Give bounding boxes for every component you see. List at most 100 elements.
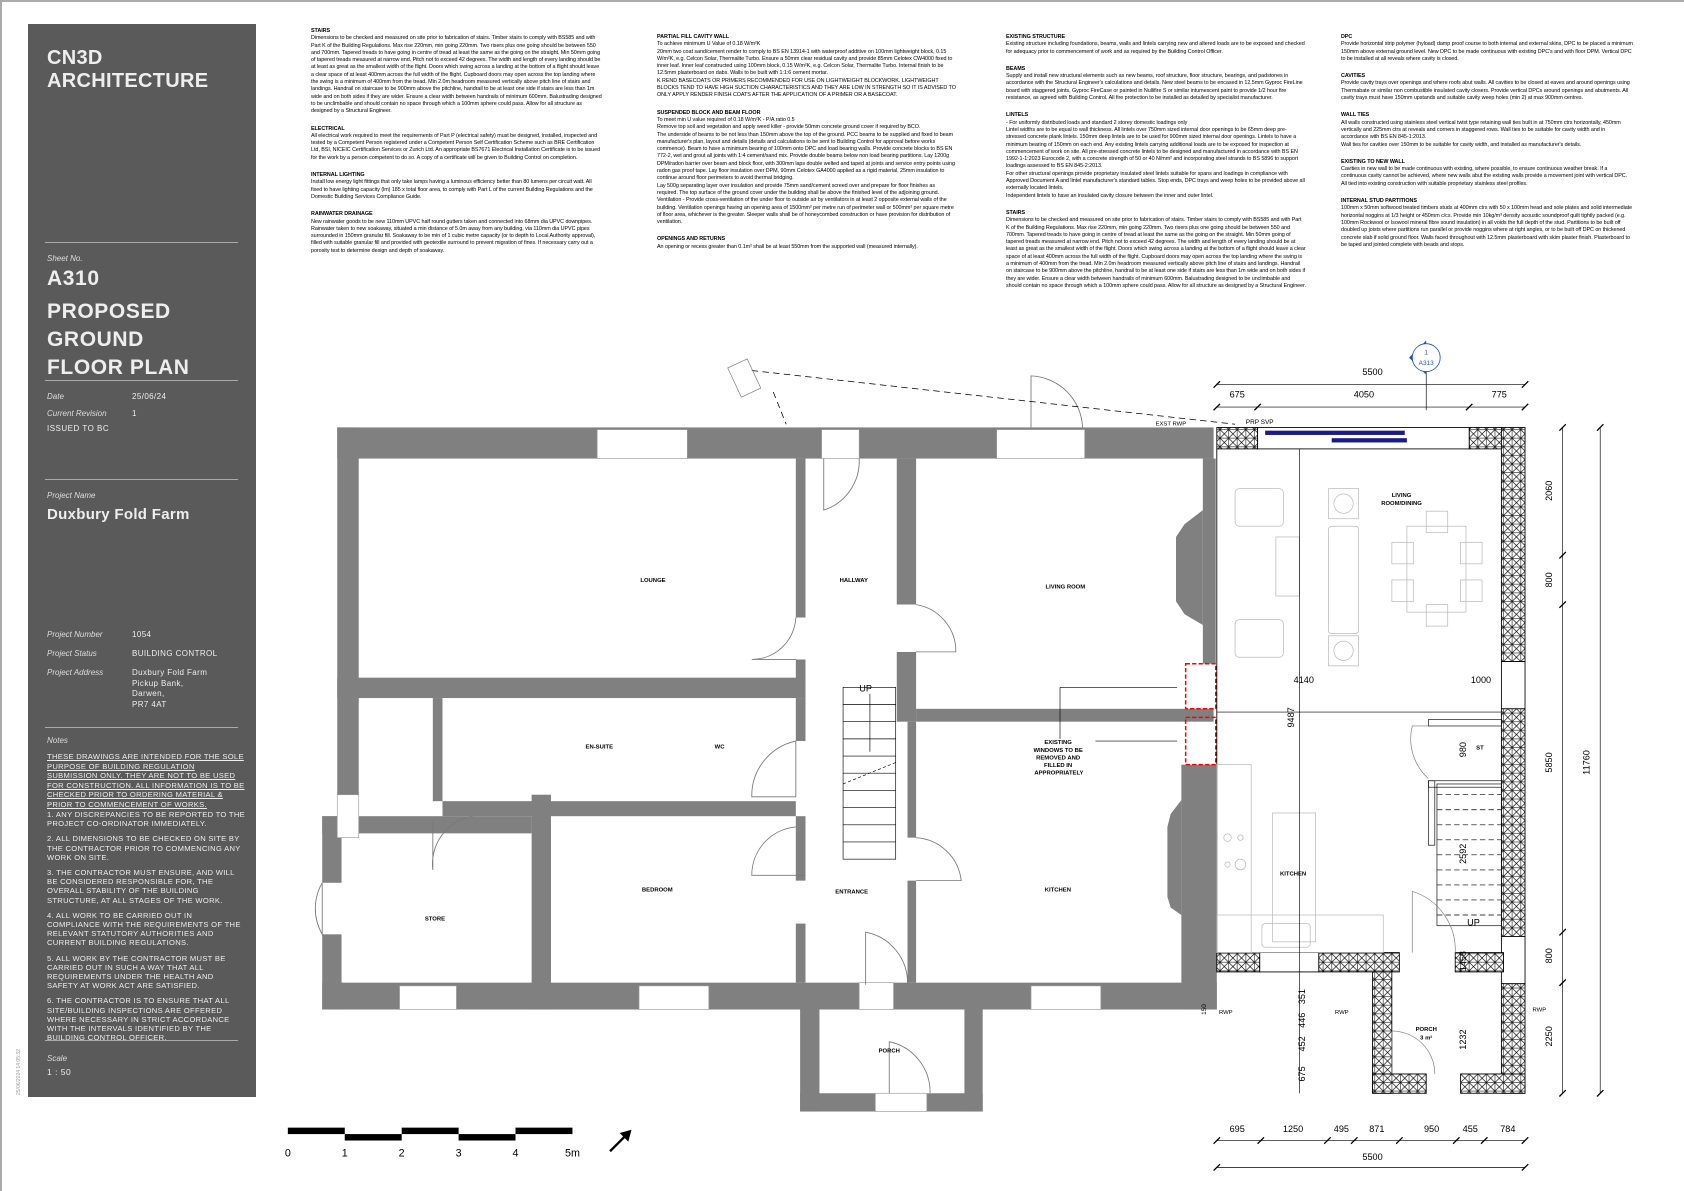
note-item: 1. ANY DISCREPANCIES TO BE REPORTED TO T… <box>47 810 245 829</box>
dining-table <box>1406 525 1467 613</box>
spec-heading: INTERNAL STUD PARTITIONS <box>1341 198 1417 205</box>
glazing <box>1331 438 1407 443</box>
dimension-text: 5500 675 4050 775 2060 800 5850 800 2250… <box>1201 367 1591 1162</box>
wall <box>800 1009 820 1112</box>
extension-walls <box>1216 426 1526 1094</box>
coffee-table <box>1275 536 1300 597</box>
room-label: EN-SUITE <box>586 745 614 751</box>
dim-label: 2060 <box>1544 481 1554 501</box>
spec-body: Existing structure including foundations… <box>1006 41 1305 55</box>
door-swing <box>888 1041 931 1094</box>
spec-body: - For uniformly distributed loads and st… <box>1006 119 1305 199</box>
door-swing <box>823 458 860 511</box>
note-item: 2. ALL DIMENSIONS TO BE CHECKED ON SITE … <box>47 834 241 862</box>
window <box>1259 952 1320 973</box>
side-table <box>1328 635 1359 667</box>
spec-heading: STAIRS <box>1006 209 1026 216</box>
door-opening <box>821 429 860 459</box>
up-label: UP <box>859 684 872 694</box>
door-swings <box>314 375 1083 1094</box>
divider <box>45 1040 238 1041</box>
removed-window <box>1184 716 1217 766</box>
firm-line-1: CN3D <box>47 47 103 69</box>
project-number: 1054 <box>132 630 152 639</box>
dim-label: 980 <box>1458 742 1468 757</box>
wall <box>432 698 443 802</box>
date-label: Date <box>47 392 64 401</box>
sofa <box>1328 525 1359 635</box>
dim-label: 2592 <box>1458 844 1468 864</box>
room-label: LIVING ROOM <box>1046 585 1086 591</box>
new-stairs <box>1436 783 1502 927</box>
north-arrow-icon <box>609 1129 632 1153</box>
wall <box>795 659 806 699</box>
door-opening <box>858 982 894 1010</box>
dim-label: 5850 <box>1544 752 1554 772</box>
prp-svp-label: PRP SVP <box>1246 419 1274 426</box>
date-value: 25/06/24 <box>132 392 167 401</box>
spec-body: All electrical work required to meet the… <box>311 132 601 161</box>
spec-section: LINTELS- For uniformly distributed loads… <box>1006 112 1306 200</box>
door-swing <box>916 604 957 653</box>
scale-tick: 3 <box>456 1148 462 1160</box>
room-label: ROOM/DINING <box>1381 501 1422 507</box>
wall <box>337 677 806 699</box>
wall <box>907 721 917 838</box>
partition <box>1428 719 1502 727</box>
door-opening <box>874 1092 928 1112</box>
door-swing <box>1411 890 1456 953</box>
spec-heading: STAIRS <box>311 28 331 34</box>
spec-body: Dimensions to be checked and measured on… <box>1006 217 1306 289</box>
partition <box>1428 780 1436 846</box>
room-label: 3 m² <box>1420 1035 1432 1042</box>
dim-label: 800 <box>1544 948 1554 963</box>
wall <box>322 816 342 883</box>
wall <box>442 801 796 817</box>
dim-label: 675 <box>1297 1066 1307 1081</box>
project-status: BUILDING CONTROL <box>132 649 218 658</box>
wall <box>896 458 917 605</box>
room-label: STORE <box>425 916 445 922</box>
dim-label: 5500 <box>1362 367 1382 377</box>
scale-label: Scale <box>47 1054 68 1063</box>
sheet-no-label: Sheet No. <box>47 254 83 263</box>
sheet-title-line: GROUND <box>47 328 144 351</box>
room-label: LIVING <box>1392 493 1412 499</box>
side-table <box>1328 488 1359 520</box>
wall <box>795 698 806 742</box>
armchair <box>1234 488 1284 527</box>
hob <box>1234 858 1247 871</box>
section-sheet: A313 <box>1419 360 1434 367</box>
room-label: BEDROOM <box>642 887 673 893</box>
chair <box>1391 579 1414 602</box>
spec-heading: SUSPENDED BLOCK AND BEAM FLOOR <box>657 109 761 116</box>
scale-tick: 4 <box>513 1148 519 1160</box>
rwp-label: RWP <box>1533 1008 1547 1014</box>
address-line: Pickup Bank, <box>132 678 184 688</box>
address-line: Duxbury Fold Farm <box>132 668 208 677</box>
window <box>596 429 688 459</box>
spec-heading: EXISTING TO NEW WALL <box>1341 158 1405 165</box>
wall <box>1216 952 1261 973</box>
divider <box>45 479 238 480</box>
spec-body: All walls constructed using stainless st… <box>1341 119 1621 148</box>
wall <box>896 651 917 722</box>
dim-label: 4050 <box>1354 389 1374 399</box>
window <box>1500 661 1526 710</box>
chair <box>1425 510 1449 534</box>
project-address-label: Project Address <box>47 668 104 677</box>
wall <box>916 708 1214 722</box>
